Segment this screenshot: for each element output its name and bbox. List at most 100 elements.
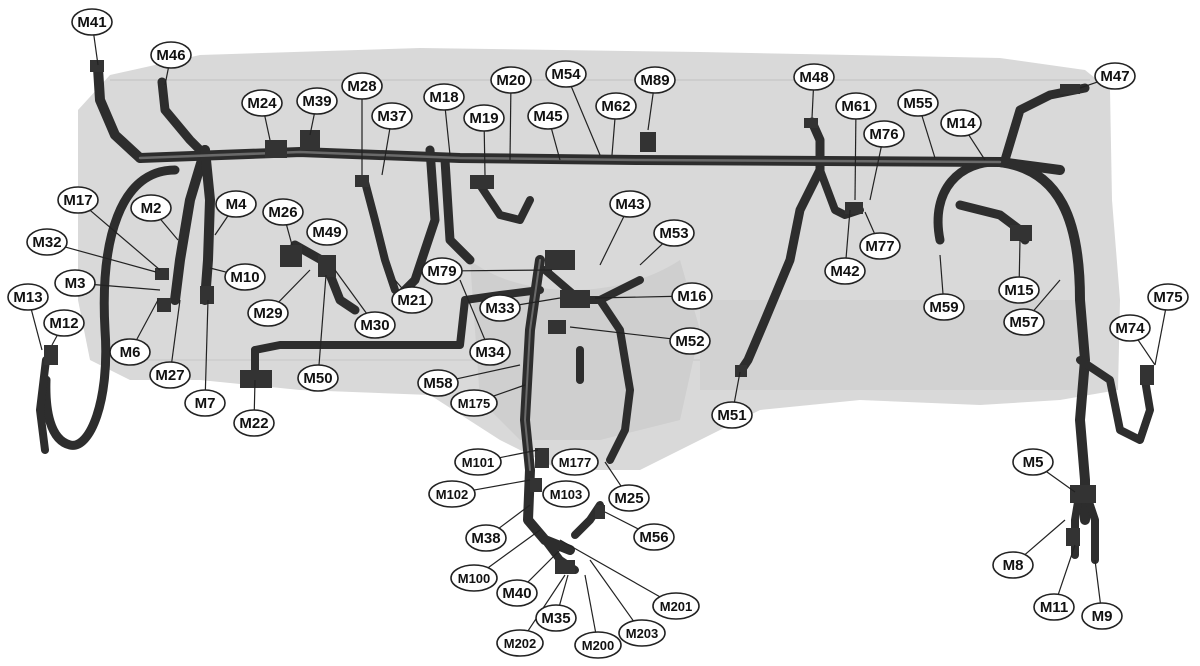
callout-bubble	[608, 484, 650, 512]
callout-label: M100	[458, 571, 491, 586]
leader-m18	[444, 109, 451, 156]
callout-bubble	[428, 480, 476, 508]
callout-m15: M15	[998, 276, 1040, 304]
callout-bubble	[551, 448, 599, 476]
callout-m14: M14	[940, 109, 982, 137]
callout-m9: M9	[1081, 602, 1123, 630]
callout-m56: M56	[633, 523, 675, 551]
callout-m24: M24	[241, 89, 283, 117]
callout-bubble	[923, 293, 965, 321]
callout-bubble	[1094, 62, 1136, 90]
leader-m6	[136, 299, 159, 341]
leader-m201	[559, 539, 661, 598]
callout-m40: M40	[496, 579, 538, 607]
callout-m17: M17	[57, 186, 99, 214]
leader-m7	[204, 299, 209, 391]
callout-m79: M79	[421, 257, 463, 285]
leader-m102	[473, 479, 531, 491]
leader-m59	[939, 254, 944, 295]
callout-label: M15	[1004, 282, 1033, 299]
callout-m29: M29	[247, 299, 289, 327]
callout-m27: M27	[149, 361, 191, 389]
callout-bubble	[835, 92, 877, 120]
callout-label: M74	[1115, 320, 1145, 337]
callout-m12: M12	[43, 309, 85, 337]
leader-m37	[381, 128, 391, 176]
callout-m62: M62	[595, 92, 637, 120]
leader-m200	[584, 574, 597, 633]
callout-m50: M50	[297, 364, 339, 392]
callout-label: M18	[429, 89, 458, 106]
callout-label: M8	[1003, 557, 1024, 574]
leader-m55	[921, 115, 936, 159]
callout-label: M3	[65, 275, 86, 292]
callout-label: M19	[469, 110, 498, 127]
callout-m57: M57	[1003, 308, 1045, 336]
callout-m203: M203	[618, 619, 666, 647]
callout-bubble	[43, 309, 85, 337]
callout-bubble	[1003, 308, 1045, 336]
leader-m57	[1033, 279, 1061, 312]
callout-label: M24	[247, 95, 277, 112]
callout-m5: M5	[1012, 448, 1054, 476]
leader-m4	[214, 215, 229, 236]
callout-label: M27	[155, 367, 184, 384]
callout-m35: M35	[535, 604, 577, 632]
callout-bubble	[450, 564, 498, 592]
leader-m58	[456, 364, 521, 380]
callout-m51: M51	[711, 401, 753, 429]
callout-bubble	[109, 338, 151, 366]
callout-bubble	[859, 232, 901, 260]
callout-m58: M58	[417, 369, 459, 397]
leader-m16	[594, 295, 673, 299]
callout-bubble	[465, 524, 507, 552]
callout-label: M42	[830, 263, 859, 280]
callout-m25: M25	[608, 484, 650, 512]
callout-m52: M52	[669, 327, 711, 355]
callout-m11: M11	[1033, 593, 1075, 621]
leader-m74	[1137, 339, 1156, 366]
callout-label: M6	[120, 344, 141, 361]
callout-label: M62	[601, 98, 630, 115]
callout-bubble	[1012, 448, 1054, 476]
callout-m202: M202	[496, 629, 544, 657]
callout-bubble	[940, 109, 982, 137]
callout-label: M21	[397, 292, 426, 309]
callout-bubble	[496, 629, 544, 657]
leader-m24	[264, 115, 271, 141]
callout-bubble	[57, 186, 99, 214]
leader-m5	[1046, 471, 1076, 493]
callout-label: M46	[156, 47, 185, 64]
callout-bubble	[71, 8, 113, 36]
callout-label: M201	[660, 599, 693, 614]
callout-label: M25	[614, 490, 643, 507]
callout-label: M77	[865, 238, 894, 255]
callout-label: M102	[436, 487, 469, 502]
leader-m175	[493, 384, 526, 397]
callout-m37: M37	[371, 102, 413, 130]
callout-label: M56	[639, 529, 668, 546]
callout-bubble	[184, 389, 226, 417]
leader-m10	[209, 267, 227, 273]
leader-m42	[845, 209, 851, 259]
callout-m48: M48	[793, 63, 835, 91]
callout-label: M33	[485, 300, 514, 317]
leader-m29	[278, 269, 311, 303]
callout-m18: M18	[423, 83, 465, 111]
callout-m200: M200	[574, 631, 622, 659]
callout-label: M34	[475, 344, 505, 361]
leader-m100	[487, 529, 541, 569]
callout-bubble	[863, 120, 905, 148]
callout-label: M5	[1023, 454, 1044, 471]
callout-m59: M59	[923, 293, 965, 321]
callout-m4: M4	[215, 190, 257, 218]
leader-m8	[1024, 519, 1066, 556]
callout-m3: M3	[54, 269, 96, 297]
leader-m56	[604, 511, 639, 530]
callout-label: M37	[377, 108, 406, 125]
callout-bubble	[633, 523, 675, 551]
leader-m62	[611, 118, 616, 156]
callout-bubble	[241, 89, 283, 117]
